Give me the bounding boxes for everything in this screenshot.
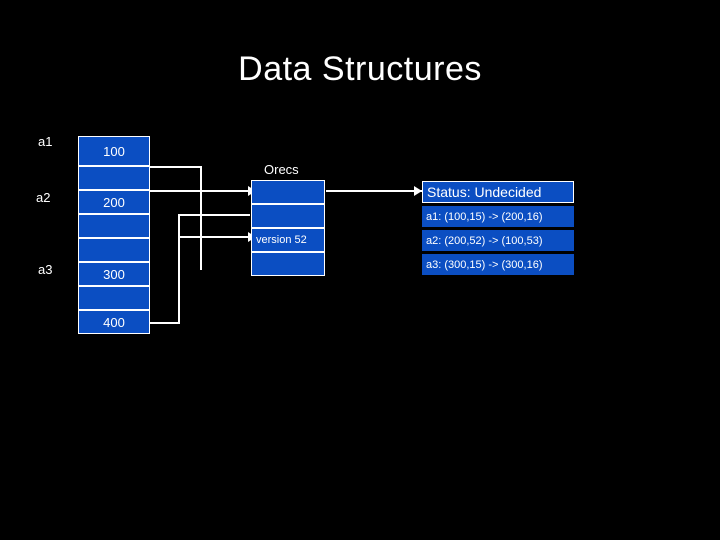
status-entry-a3: a3: (300,15) -> (300,16) [422,254,574,275]
orecs-title: Orecs [264,162,299,177]
connector-100-horizontal [150,166,202,168]
connector-100-corner [200,268,202,270]
connector-to-orecs-cell3 [178,214,250,216]
orecs-cell-1[interactable] [251,180,325,204]
connector-orecs-to-status [326,190,422,192]
page-title: Data Structures [238,50,482,88]
memory-cell-200[interactable]: 200 [78,190,150,214]
memory-cell-400[interactable]: 400 [78,310,150,334]
memory-cell-300[interactable]: 300 [78,262,150,286]
status-entry-a2: a2: (200,52) -> (100,53) [422,230,574,251]
connector-400-vertical [178,214,180,324]
status-entry-a1: a1: (100,15) -> (200,16) [422,206,574,227]
orecs-cell-4[interactable] [251,252,325,276]
memory-cell-empty-3[interactable] [78,238,150,262]
memory-row-label-a1: a1 [38,134,53,149]
connector-400-horizontal [150,322,180,324]
connector-100-vertical [200,166,202,270]
memory-cell-empty-4[interactable] [78,286,150,310]
orecs-cell-version[interactable]: version 52 [251,228,325,252]
connector-to-orecs-cell1 [150,190,250,192]
memory-row-label-a2: a2 [36,190,51,205]
memory-cell-100[interactable]: 100 [78,136,150,166]
memory-cell-empty-2[interactable] [78,214,150,238]
orecs-cell-2[interactable] [251,204,325,228]
memory-cell-empty-1[interactable] [78,166,150,190]
connector-to-orecs-cell3-lower [178,236,250,238]
memory-row-label-a3: a3 [38,262,53,277]
status-badge: Status: Undecided [422,181,574,203]
arrow-head-status [414,186,422,196]
